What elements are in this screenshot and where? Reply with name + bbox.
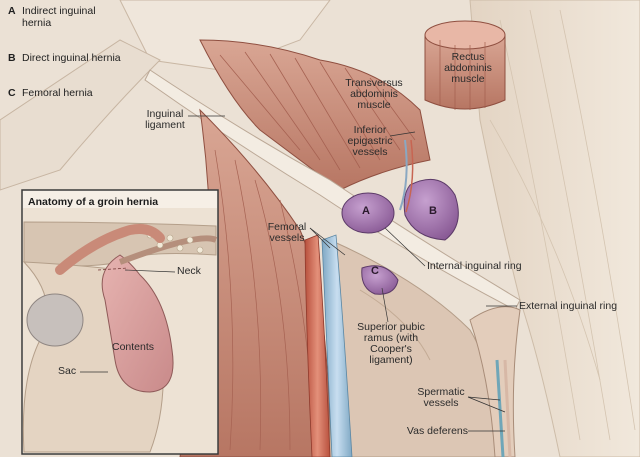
femoral-vessels-graphic: [304, 234, 353, 457]
legend-letter: B: [8, 52, 16, 64]
legend-letter: C: [8, 87, 16, 99]
inset-label-neck: Neck: [177, 265, 201, 277]
label-femoral-vessels: Femoral vessels: [267, 221, 307, 244]
label-transversus: Transversus abdominis muscle: [345, 77, 403, 111]
region-c-shape: [361, 265, 399, 295]
region-a-label: A: [362, 205, 370, 217]
sheath-striations: [489, 9, 636, 441]
legend-item-b: B Direct inguinal hernia: [8, 52, 122, 65]
region-c-label: C: [371, 265, 379, 277]
inset-panel: [21, 189, 219, 455]
inset-label-sac: Sac: [58, 365, 77, 377]
inset-title: Anatomy of a groin hernia: [28, 196, 159, 208]
rectus-abdominis-muscle: [424, 20, 506, 110]
label-inferior-epigastric: Inferior epigastric vessels: [347, 124, 393, 158]
legend-text: Indirect inguinal hernia: [22, 5, 96, 29]
legend-item-c: C Femoral hernia: [8, 87, 142, 100]
legend-text: Direct inguinal hernia: [22, 52, 121, 64]
transversus-abdominis: [199, 39, 431, 191]
left-skin-fold: [0, 39, 161, 191]
spermatic-cord: [469, 306, 521, 457]
label-internal-inguinal-ring: Internal inguinal ring: [427, 260, 522, 272]
region-b-label: B: [429, 205, 437, 217]
region-b-shape: [403, 178, 459, 241]
label-external-inguinal-ring: External inguinal ring: [519, 300, 618, 312]
label-rectus-abdominis: Rectus abdominis muscle: [444, 51, 492, 85]
legend-text: Femoral hernia: [22, 87, 93, 99]
legend-item-a: A Indirect inguinal hernia: [8, 5, 122, 29]
label-superior-pubic-ramus: Superior pubic ramus (with Cooper's liga…: [357, 321, 425, 366]
label-inguinal-ligament: Inguinal ligament: [145, 108, 185, 131]
leader-lines: [188, 115, 517, 432]
label-spermatic-vessels: Spermatic vessels: [417, 386, 465, 409]
label-vas-deferens: Vas deferens: [406, 425, 468, 437]
inset-label-contents: Contents: [112, 341, 155, 353]
legend-letter: A: [8, 5, 16, 17]
region-a-shape: [341, 192, 395, 234]
epigastric-vessels: [399, 139, 408, 211]
